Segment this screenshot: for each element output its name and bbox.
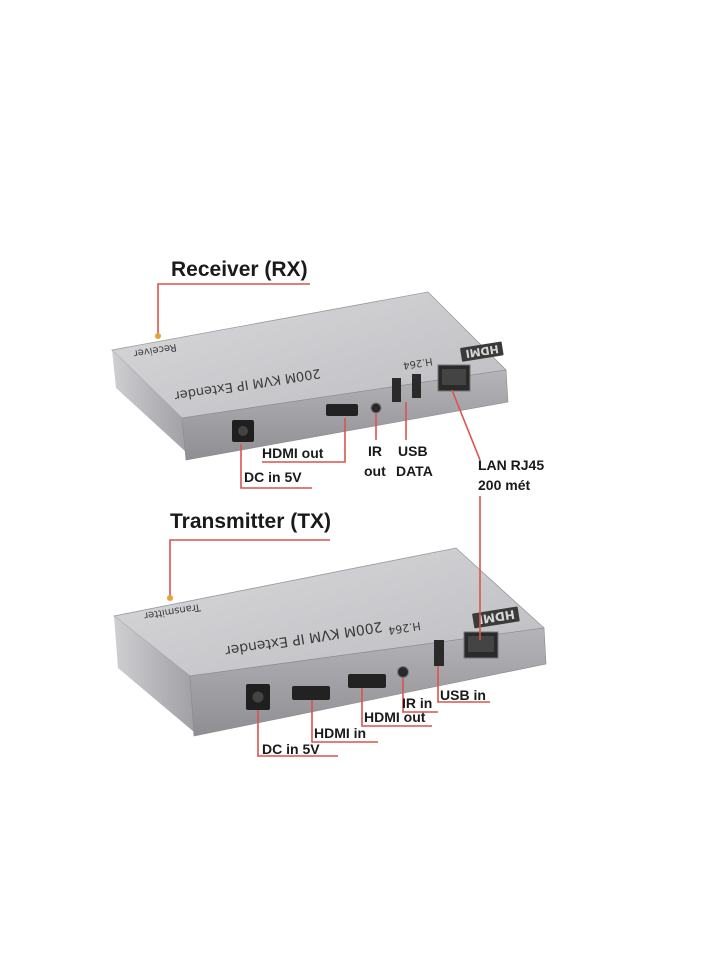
receiver-dc-in-label: DC in 5V: [244, 469, 302, 485]
receiver-codec-print: H.264: [402, 355, 433, 370]
transmitter-dc-in-label: DC in 5V: [262, 741, 320, 757]
transmitter-usb-port: [434, 640, 444, 666]
transmitter-device: 200M KVM IP Extender H.264 HDMI Transmit…: [113, 547, 547, 737]
transmitter-title: Transmitter (TX): [170, 510, 332, 533]
transmitter-ir-in-label: IR in: [402, 695, 433, 711]
receiver-ir-port: [370, 402, 382, 414]
receiver-title: Receiver (RX): [171, 258, 308, 281]
transmitter-usb-in-label: USB in: [440, 687, 486, 703]
transmitter-hdmi-out-port: [348, 674, 386, 688]
receiver-usb-port-2: [412, 374, 421, 398]
receiver-device: 200M KVM IP Extender H.264 HDMI Receiver: [111, 291, 509, 461]
lan-link-label-2: 200 mét: [478, 477, 531, 493]
lan-link-label-1: LAN RJ45: [478, 457, 545, 473]
receiver-hdmi-logo: HDMI: [465, 342, 500, 360]
receiver-ir-out-label-2: out: [364, 463, 386, 479]
transmitter-hdmi-in-port: [292, 686, 330, 700]
receiver-hdmi-out-label: HDMI out: [262, 445, 324, 461]
transmitter-hdmi-logo: HDMI: [478, 607, 516, 627]
callout-lines: [155, 283, 490, 757]
transmitter-hdmi-in-label: HDMI in: [314, 725, 367, 741]
receiver-hdmi-port: [326, 404, 358, 416]
transmitter-ir-port: [397, 666, 409, 678]
transmitter-hdmi-out-label: HDMI out: [364, 709, 426, 725]
transmitter-codec-print: H.264: [387, 619, 421, 637]
receiver-usb-data-label-1: USB: [398, 443, 428, 459]
receiver-usb-data-label-2: DATA: [396, 463, 433, 479]
receiver-usb-port-1: [392, 378, 401, 402]
receiver-ir-out-label-1: IR: [368, 443, 382, 459]
